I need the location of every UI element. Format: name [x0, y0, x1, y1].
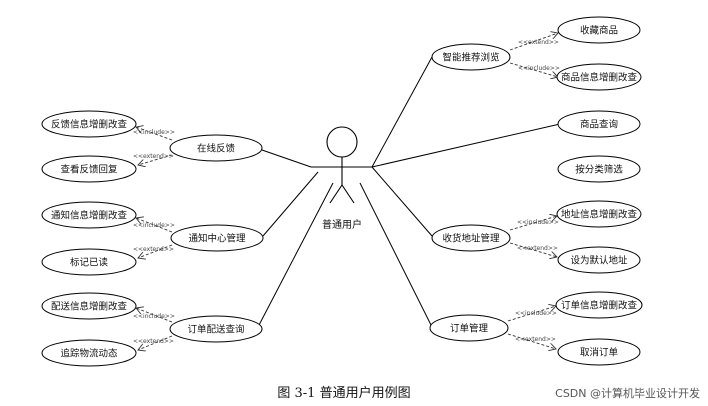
- associations: [257, 56, 561, 328]
- actor-head: [326, 126, 358, 158]
- dep-delivery-to-crud: [136, 308, 173, 323]
- use-case-cancel-order[interactable]: 取消订单: [557, 338, 641, 366]
- watermark: CSDN @计算机毕业设计开发: [555, 386, 700, 400]
- use-case-goods-info-crud[interactable]: 商品信息增删改查: [556, 63, 642, 91]
- actor-right-leg: [341, 184, 355, 204]
- use-case-delivery-query[interactable]: 订单配送查询: [169, 315, 263, 343]
- use-case-smart-recommend[interactable]: 智能推荐浏览: [431, 43, 511, 71]
- dep-address-to-crud: [509, 216, 557, 231]
- use-case-label: 通知信息增删改查: [51, 210, 128, 222]
- dependencies: [136, 33, 558, 350]
- use-case-label: 标记已读: [70, 257, 109, 269]
- stereo-extend-label: <<extend>>: [518, 39, 559, 46]
- use-case-label: 按分类筛选: [575, 164, 623, 176]
- dep-delivery-to-track: [138, 335, 173, 350]
- use-case-label: 收藏商品: [580, 25, 618, 37]
- use-case-label: 在线反馈: [197, 143, 236, 155]
- actor-name: 普通用户: [322, 218, 362, 231]
- use-case-label: 配送信息增删改查: [51, 301, 128, 313]
- use-case-label: 反馈信息增删改查: [51, 119, 128, 131]
- use-case-label: 订单配送查询: [187, 324, 244, 336]
- use-case-order-manage[interactable]: 订单管理: [429, 314, 509, 342]
- assoc-notice-center: [262, 171, 319, 237]
- use-case-online-feedback[interactable]: 在线反馈: [169, 134, 263, 162]
- use-case-label: 通知中心管理: [188, 233, 246, 245]
- stereo-include-label: <<include>>: [518, 65, 560, 72]
- dep-order-to-crud: [507, 306, 556, 322]
- use-case-notice-info-crud[interactable]: 通知信息增删改查: [41, 201, 137, 229]
- stereo-extend-label: <<extend>>: [133, 246, 174, 253]
- stereotype-labels: <<extend>> <<include>> <<include>> <<ext…: [133, 39, 560, 345]
- actor-left-leg: [329, 184, 343, 204]
- use-case-track-logistics[interactable]: 追踪物流动态: [41, 339, 137, 367]
- assoc-delivery-query: [257, 182, 334, 328]
- figure-caption: 图 3-1 普通用户用例图: [277, 385, 410, 401]
- use-case-mark-read[interactable]: 标记已读: [41, 248, 137, 276]
- dep-smart-to-goods-crud: [509, 62, 558, 77]
- assoc-address-manage: [371, 166, 433, 237]
- use-case-label: 订单信息增删改查: [561, 300, 638, 312]
- stereo-extend-label: <<extend>>: [517, 245, 558, 252]
- stereo-include-label: <<include>>: [517, 219, 559, 226]
- stereo-include-label: <<include>>: [515, 310, 557, 317]
- assoc-smart-recommend: [371, 56, 433, 168]
- assoc-order-manage: [359, 182, 433, 328]
- use-case-order-info-crud[interactable]: 订单信息增删改查: [555, 291, 643, 319]
- use-case-label: 取消订单: [580, 347, 619, 359]
- use-case-label: 商品信息增删改查: [561, 72, 638, 84]
- dep-order-to-cancel: [507, 333, 556, 349]
- stereo-include-label: <<include>>: [133, 129, 175, 136]
- use-case-label: 查看反馈回复: [60, 164, 118, 176]
- use-case-feedback-info-crud[interactable]: 反馈信息增删改查: [41, 110, 137, 138]
- stereo-extend-label: <<extend>>: [133, 153, 174, 160]
- dep-notice-to-mark: [138, 244, 173, 258]
- use-case-label: 追踪物流动态: [60, 348, 118, 360]
- use-case-notice-center[interactable]: 通知中心管理: [170, 224, 264, 252]
- assoc-goods-query: [371, 123, 561, 168]
- use-case-set-default-address[interactable]: 设为默认地址: [557, 246, 641, 274]
- stereo-extend-label: <<extend>>: [515, 336, 556, 343]
- use-case-address-manage[interactable]: 收货地址管理: [431, 224, 511, 252]
- use-case-view-feedback-reply[interactable]: 查看反馈回复: [41, 155, 137, 183]
- use-case-label: 商品查询: [580, 119, 618, 131]
- assoc-online-feedback: [261, 149, 312, 168]
- stereo-extend-label: <<extend>>: [133, 338, 174, 345]
- use-case-category-filter[interactable]: 按分类筛选: [557, 155, 641, 183]
- dep-smart-to-favorite: [509, 33, 558, 51]
- use-case-delivery-info-crud[interactable]: 配送信息增删改查: [41, 292, 137, 320]
- use-case-favorite-goods[interactable]: 收藏商品: [557, 16, 641, 44]
- use-case-label: 订单管理: [450, 323, 489, 335]
- use-case-address-info-crud[interactable]: 地址信息增删改查: [556, 200, 642, 228]
- actor: [311, 126, 373, 204]
- use-case-label: 设为默认地址: [570, 255, 628, 267]
- dep-feedback-to-reply: [138, 154, 173, 165]
- stereo-include-label: <<include>>: [133, 222, 175, 229]
- use-case-goods-query[interactable]: 商品查询: [557, 110, 641, 138]
- use-case-label: 地址信息增删改查: [561, 209, 638, 221]
- dep-address-to-default: [509, 242, 557, 257]
- use-case-label: 智能推荐浏览: [442, 52, 499, 64]
- stereo-include-label: <<include>>: [133, 313, 175, 320]
- dep-notice-to-crud: [136, 218, 173, 233]
- use-case-label: 收货地址管理: [442, 233, 500, 245]
- dep-feedback-to-crud: [136, 127, 173, 141]
